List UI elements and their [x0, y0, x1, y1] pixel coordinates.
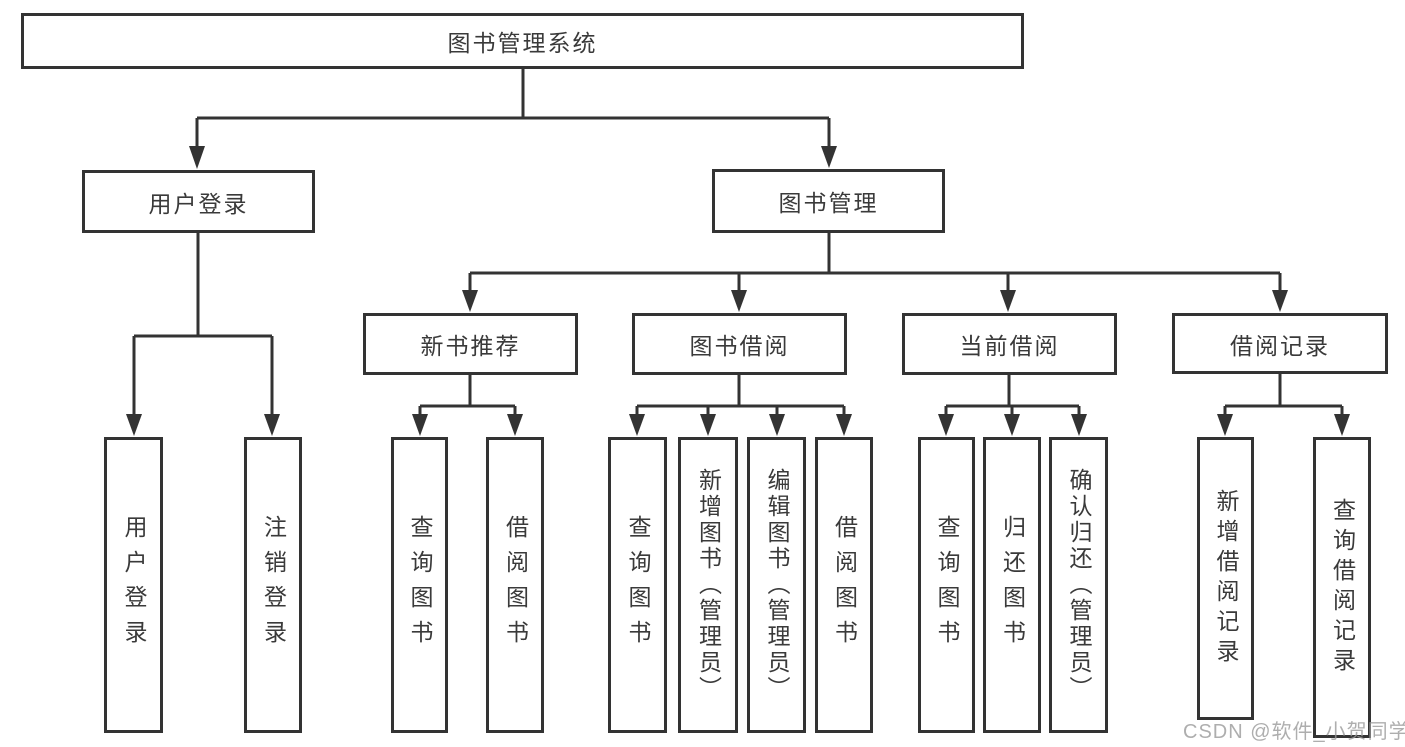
node-current-borrowing: 当前借阅: [902, 313, 1117, 375]
leaf-query-borrow-record: 查询借阅记录: [1313, 437, 1371, 738]
node-label: 查询图书: [625, 515, 651, 655]
node-root-system: 图书管理系统: [21, 13, 1024, 69]
connector-root-to-level2: [195, 69, 831, 150]
node-label: 注销登录: [260, 515, 287, 655]
arrowheads: [126, 146, 1350, 436]
connector-current-to-leaves: [944, 375, 1081, 418]
arrow-down-icon: [264, 414, 280, 436]
node-new-book-recommend: 新书推荐: [363, 313, 578, 375]
arrow-down-icon: [462, 290, 478, 312]
connector-records-to-leaves: [1223, 374, 1344, 418]
arrow-down-icon: [629, 414, 645, 436]
node-label: 借阅记录: [1230, 332, 1330, 359]
arrow-down-icon: [126, 414, 142, 436]
leaf-confirm-return-admin: 确认归还（管理员）: [1049, 437, 1108, 733]
connector-login-to-leaves: [132, 233, 274, 418]
node-book-management: 图书管理: [712, 169, 945, 233]
node-book-borrowing: 图书借阅: [632, 313, 847, 375]
arrow-down-icon: [1334, 414, 1350, 436]
arrow-down-icon: [1217, 414, 1233, 436]
arrow-down-icon: [189, 146, 205, 169]
node-label: 借阅图书: [502, 515, 529, 655]
node-label: 用户登录: [121, 515, 147, 655]
node-label: 查询借阅记录: [1329, 497, 1356, 678]
node-label: 图书管理: [778, 190, 879, 216]
node-label: 图书管理系统: [447, 30, 598, 56]
node-label: 用户登录: [148, 190, 249, 217]
arrow-down-icon: [938, 414, 954, 436]
connector-newbook-to-leaves: [418, 375, 517, 418]
node-label: 查询图书: [934, 515, 960, 655]
leaf-borrow-books-borrowing: 借阅图书: [815, 437, 873, 733]
connector-management-to-level3: [468, 233, 1282, 294]
leaf-add-borrow-record: 新增借阅记录: [1197, 437, 1254, 720]
leaf-return-book: 归还图书: [983, 437, 1041, 733]
arrow-down-icon: [731, 290, 747, 312]
node-label: 归还图书: [999, 515, 1026, 655]
leaf-edit-book-admin: 编辑图书（管理员）: [747, 437, 806, 733]
node-borrowing-records: 借阅记录: [1172, 313, 1388, 374]
leaf-query-books-current: 查询图书: [918, 437, 975, 733]
leaf-logout: 注销登录: [244, 437, 302, 733]
leaf-query-books-borrowing: 查询图书: [608, 437, 667, 733]
arrow-down-icon: [769, 414, 785, 436]
node-label: 查询图书: [407, 515, 433, 655]
leaf-query-books-recommend: 查询图书: [391, 437, 448, 733]
node-label: 编辑图书（管理员）: [764, 468, 790, 702]
arrow-down-icon: [836, 414, 852, 436]
arrow-down-icon: [507, 414, 523, 436]
node-label: 确认归还（管理员）: [1066, 468, 1092, 702]
arrow-down-icon: [1000, 290, 1016, 312]
leaf-add-book-admin: 新增图书（管理员）: [678, 437, 738, 733]
arrow-down-icon: [821, 146, 837, 168]
arrow-down-icon: [412, 414, 428, 436]
arrow-down-icon: [1071, 414, 1087, 436]
arrow-down-icon: [1004, 414, 1020, 436]
leaf-borrow-books-recommend: 借阅图书: [486, 437, 544, 733]
node-label: 当前借阅: [959, 333, 1060, 359]
arrow-down-icon: [700, 414, 716, 436]
node-user-login: 用户登录: [82, 170, 315, 233]
node-label: 图书借阅: [689, 333, 790, 359]
node-label: 新增图书（管理员）: [695, 468, 722, 702]
node-label: 借阅图书: [831, 515, 858, 655]
arrow-down-icon: [1272, 290, 1288, 312]
node-label: 新书推荐: [420, 333, 521, 359]
connector-borrowing-to-leaves: [635, 375, 846, 418]
node-label: 新增借阅记录: [1213, 488, 1239, 669]
leaf-user-login: 用户登录: [104, 437, 163, 733]
